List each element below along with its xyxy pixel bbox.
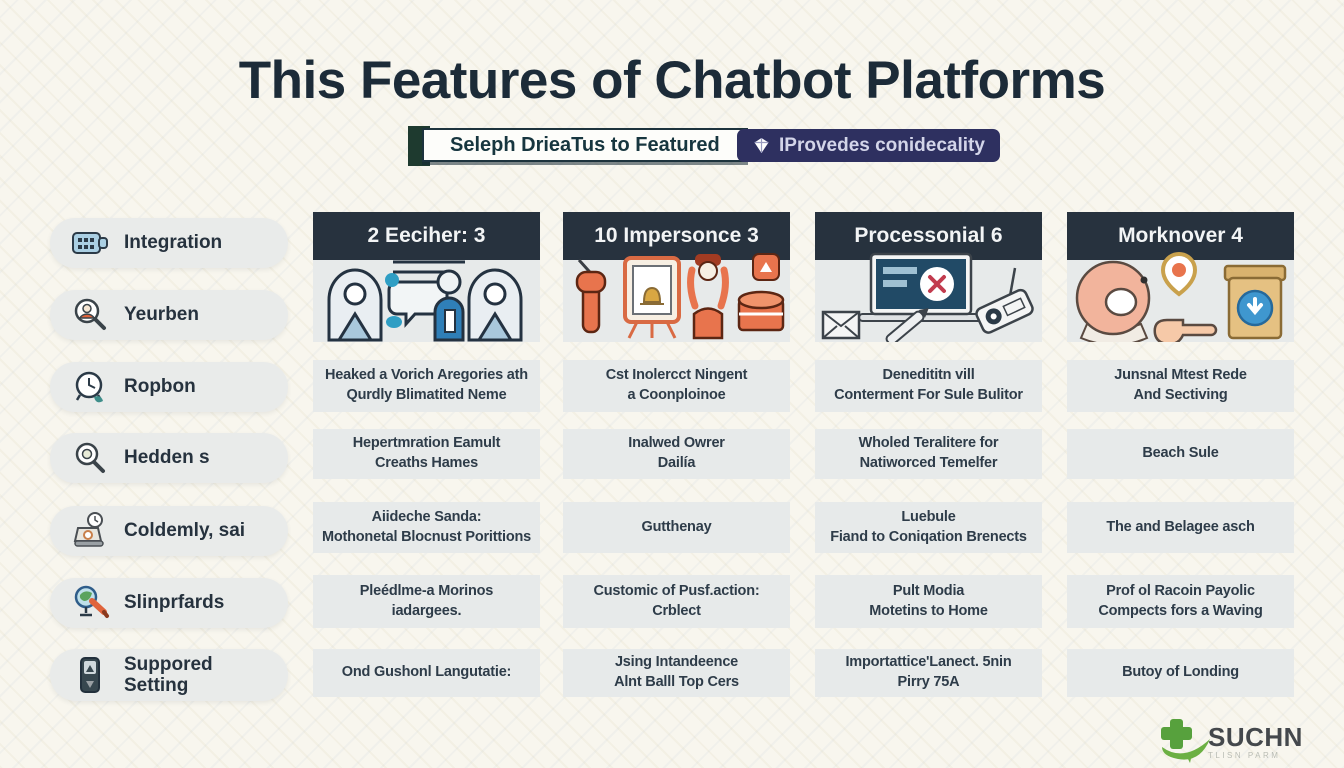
feature-cell: The and Belagee asch: [1067, 502, 1294, 553]
logo-tagline: TLISN PARM: [1208, 751, 1281, 760]
feature-pill-label: Hedden s: [124, 447, 210, 469]
platform-column-2: 10 Impersonce 3 Cst Inolercct Ningent a …: [563, 212, 790, 712]
shield-paper-icon: [754, 138, 769, 153]
logo-text: SUCHN TLISN PARM: [1208, 722, 1303, 760]
feature-pill-integration: Integration: [50, 218, 288, 268]
feature-pill-label: Yeurben: [124, 304, 199, 326]
globe-pen-icon: [74, 585, 109, 618]
scale-clock-icon: [73, 512, 104, 547]
feature-cell: Luebule Fiand to Coniqation Brenects: [815, 502, 1042, 553]
feature-pill-label: Coldemly, sai: [124, 520, 246, 542]
feature-pill-label: Ropbon: [124, 376, 196, 398]
column-header: 10 Impersonce 3: [563, 212, 790, 260]
column-header: 2 Eeciher: 3: [313, 212, 540, 260]
feature-cell: Junsnal Mtest Rede And Sectiving: [1067, 360, 1294, 412]
feature-pill-slinprfards: Slinprfards: [50, 578, 288, 628]
chat-people-illustration-icon: [327, 260, 523, 342]
column-header: Processonial 6: [815, 212, 1042, 260]
feature-cell: Jsing Intandeence Alnt Balll Top Cers: [563, 649, 790, 697]
laptop-error-illustration-icon: [821, 252, 1034, 342]
feature-cell: Denedititn vill Conterment For Sule Buli…: [815, 360, 1042, 412]
remote-icon: [80, 657, 100, 693]
page-title: This Features of Chatbot Platforms: [238, 51, 1106, 110]
feature-cell: Importattice'Lanect. 5nin Pirry 75A: [815, 649, 1042, 697]
feature-pill-supported-setting: Suppored Setting: [50, 649, 288, 701]
plug-icon: [72, 232, 108, 254]
platform-column-3: Processonial 6 Denedititn vil: [815, 212, 1042, 712]
column-header: Morknover 4: [1067, 212, 1294, 260]
feature-cell: Gutthenay: [563, 502, 790, 553]
feature-pill-heddens: Hedden s: [50, 433, 288, 483]
alarm-clock-icon: [75, 371, 103, 403]
platform-column-4: Morknover 4 Junsnal Mtest Rede And Secti…: [1067, 212, 1294, 712]
select-badge-label: Seleph DrieaTus to Featured: [422, 128, 748, 162]
provides-badge: IProvedes conidecality: [737, 129, 1000, 162]
feature-cell: Pult Modia Motetins to Home: [815, 575, 1042, 628]
feature-cell: Ond Gushonl Langutatie:: [313, 649, 540, 697]
feature-pill-label: Integration: [124, 232, 223, 254]
feature-cell: Aiideche Sanda: Mothonetal Blocnust Pori…: [313, 502, 540, 553]
donut-box-illustration-icon: [1075, 251, 1287, 342]
feature-pill-label: Slinprfards: [124, 592, 225, 614]
feature-cell: Beach Sule: [1067, 429, 1294, 479]
feature-cell: Inalwed Owrer Dailía: [563, 429, 790, 479]
feature-cell: Customic of Pusf.action: Crblect: [563, 575, 790, 628]
platform-column-1: 2 Eeciher: 3 Heaked a Vorich Aregories a…: [313, 212, 540, 712]
feature-cell: Butoy of Londing: [1067, 649, 1294, 697]
feature-pill-yeurben: Yeurben: [50, 290, 288, 340]
logo-name: SUCHN: [1208, 722, 1303, 752]
feature-pill-ropbon: Ropbon: [50, 362, 288, 412]
logo-mark-icon: [1161, 719, 1210, 763]
search-person-icon: [74, 298, 106, 330]
feature-cell: Prof ol Racoin Payolic Compects fors a W…: [1067, 575, 1294, 628]
feature-pill-label: Suppored Setting: [124, 653, 213, 696]
feature-cell: Pleédlme-a Morinos iadargees.: [313, 575, 540, 628]
feature-cell: Heaked a Vorich Aregories ath Qurdly Bli…: [313, 360, 540, 412]
feature-cell: Hepertmration Eamult Creaths Hames: [313, 429, 540, 479]
magnifier-icon: [75, 442, 105, 473]
feature-cell: Cst Inolercct Ningent a Coonploinoe: [563, 360, 790, 412]
feature-pill-coldemly: Coldemly, sai: [50, 506, 288, 556]
feature-cell: Wholed Teralitere for Natiworced Temelfe…: [815, 429, 1042, 479]
fists-frame-illustration-icon: [575, 253, 785, 340]
provides-badge-label: IProvedes conidecality: [779, 134, 985, 156]
brand-logo: SUCHN TLISN PARM: [1152, 716, 1337, 766]
